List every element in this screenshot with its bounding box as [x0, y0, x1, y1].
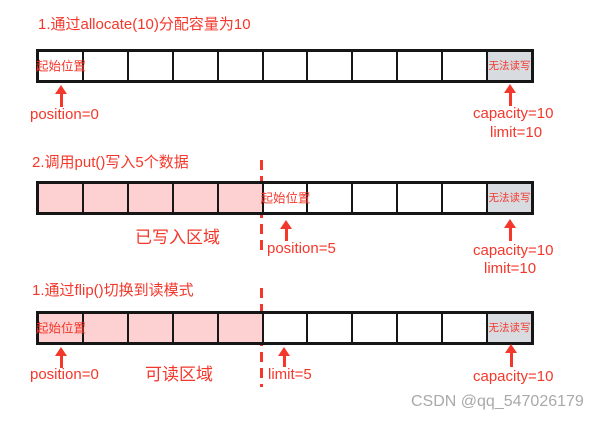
limit-label: limit=5 — [268, 366, 312, 383]
blocked-cell-label: 无法读写 — [488, 321, 531, 334]
section-1-title: 1.通过allocate(10)分配容量为10 — [38, 16, 251, 33]
up-arrow-icon — [54, 347, 68, 368]
section-3-title: 1.通过flip()切换到读模式 — [32, 282, 194, 299]
buffer-cell — [441, 314, 487, 342]
buffer-row-1: 起始位置 无法读写 — [36, 49, 534, 83]
buffer-cell — [396, 52, 442, 80]
buffer-cell: 起始位置 — [261, 184, 311, 212]
up-arrow-icon — [503, 84, 517, 106]
buffer-cell — [351, 184, 397, 212]
written-cell — [171, 184, 217, 212]
limit-label: limit=10 — [484, 260, 537, 277]
buffer-cell — [351, 314, 397, 342]
buffer-cell — [81, 52, 127, 80]
arrow-stem — [508, 93, 512, 106]
arrow-stem — [284, 229, 288, 241]
written-cell — [216, 184, 262, 212]
readable-cell: 起始位置 — [36, 314, 86, 342]
arrow-stem — [508, 228, 512, 241]
readable-cell — [216, 314, 262, 342]
written-cell — [39, 184, 82, 212]
up-arrow-icon — [277, 347, 291, 367]
position-label: position=5 — [267, 240, 336, 257]
blocked-cell: 无法读写 — [486, 314, 531, 342]
buffer-cell — [441, 52, 487, 80]
up-arrow-icon — [54, 85, 68, 107]
arrow-head-icon — [504, 219, 516, 228]
capacity-label: capacity=10 — [473, 242, 554, 259]
position-label: position=0 — [30, 366, 99, 383]
start-position-label: 起始位置 — [36, 321, 87, 336]
capacity-label: capacity=10 — [473, 368, 554, 385]
arrow-head-icon — [505, 344, 517, 353]
buffer-cell — [441, 184, 487, 212]
start-position-label: 起始位置 — [36, 59, 87, 74]
csdn-watermark: CSDN @qq_547026179 — [411, 393, 584, 410]
arrow-head-icon — [55, 85, 67, 94]
start-position-label: 起始位置 — [260, 191, 311, 206]
buffer-row-2: 起始位置 无法读写 — [36, 181, 534, 215]
arrow-head-icon — [278, 347, 290, 356]
blocked-cell-label: 无法读写 — [488, 59, 531, 72]
buffer-cell — [171, 52, 217, 80]
arrow-head-icon — [280, 220, 292, 229]
readable-cell — [171, 314, 217, 342]
arrow-stem — [59, 356, 63, 368]
buffer-cell — [396, 314, 442, 342]
buffer-cell — [126, 52, 172, 80]
buffer-cell — [396, 184, 442, 212]
buffer-cell — [351, 52, 397, 80]
buffer-cell — [216, 52, 262, 80]
arrow-stem — [509, 353, 513, 367]
readable-cell — [126, 314, 172, 342]
written-cell — [126, 184, 172, 212]
written-cell — [81, 184, 127, 212]
up-arrow-icon — [503, 219, 517, 241]
buffer-cell — [306, 314, 352, 342]
buffer-cell — [306, 184, 352, 212]
buffer-cell — [261, 52, 307, 80]
section-2-title: 2.调用put()写入5个数据 — [32, 154, 189, 171]
arrow-head-icon — [504, 84, 516, 93]
readable-region-label: 可读区域 — [145, 365, 213, 384]
position-label: position=0 — [30, 106, 99, 123]
up-arrow-icon — [279, 220, 293, 241]
up-arrow-icon — [504, 344, 518, 367]
arrow-head-icon — [55, 347, 67, 356]
written-region-label: 已写入区域 — [135, 228, 220, 247]
buffer-cell — [306, 52, 352, 80]
arrow-stem — [282, 356, 286, 367]
readable-cell — [81, 314, 127, 342]
limit-label: limit=10 — [490, 124, 543, 141]
blocked-cell: 无法读写 — [486, 52, 531, 80]
buffer-row-3: 起始位置 无法读写 — [36, 311, 534, 345]
arrow-stem — [59, 94, 63, 107]
blocked-cell: 无法读写 — [486, 184, 531, 212]
blocked-cell-label: 无法读写 — [488, 191, 531, 204]
buffer-cell: 起始位置 — [36, 52, 86, 80]
buffer-cell — [261, 314, 307, 342]
capacity-label: capacity=10 — [473, 105, 554, 122]
